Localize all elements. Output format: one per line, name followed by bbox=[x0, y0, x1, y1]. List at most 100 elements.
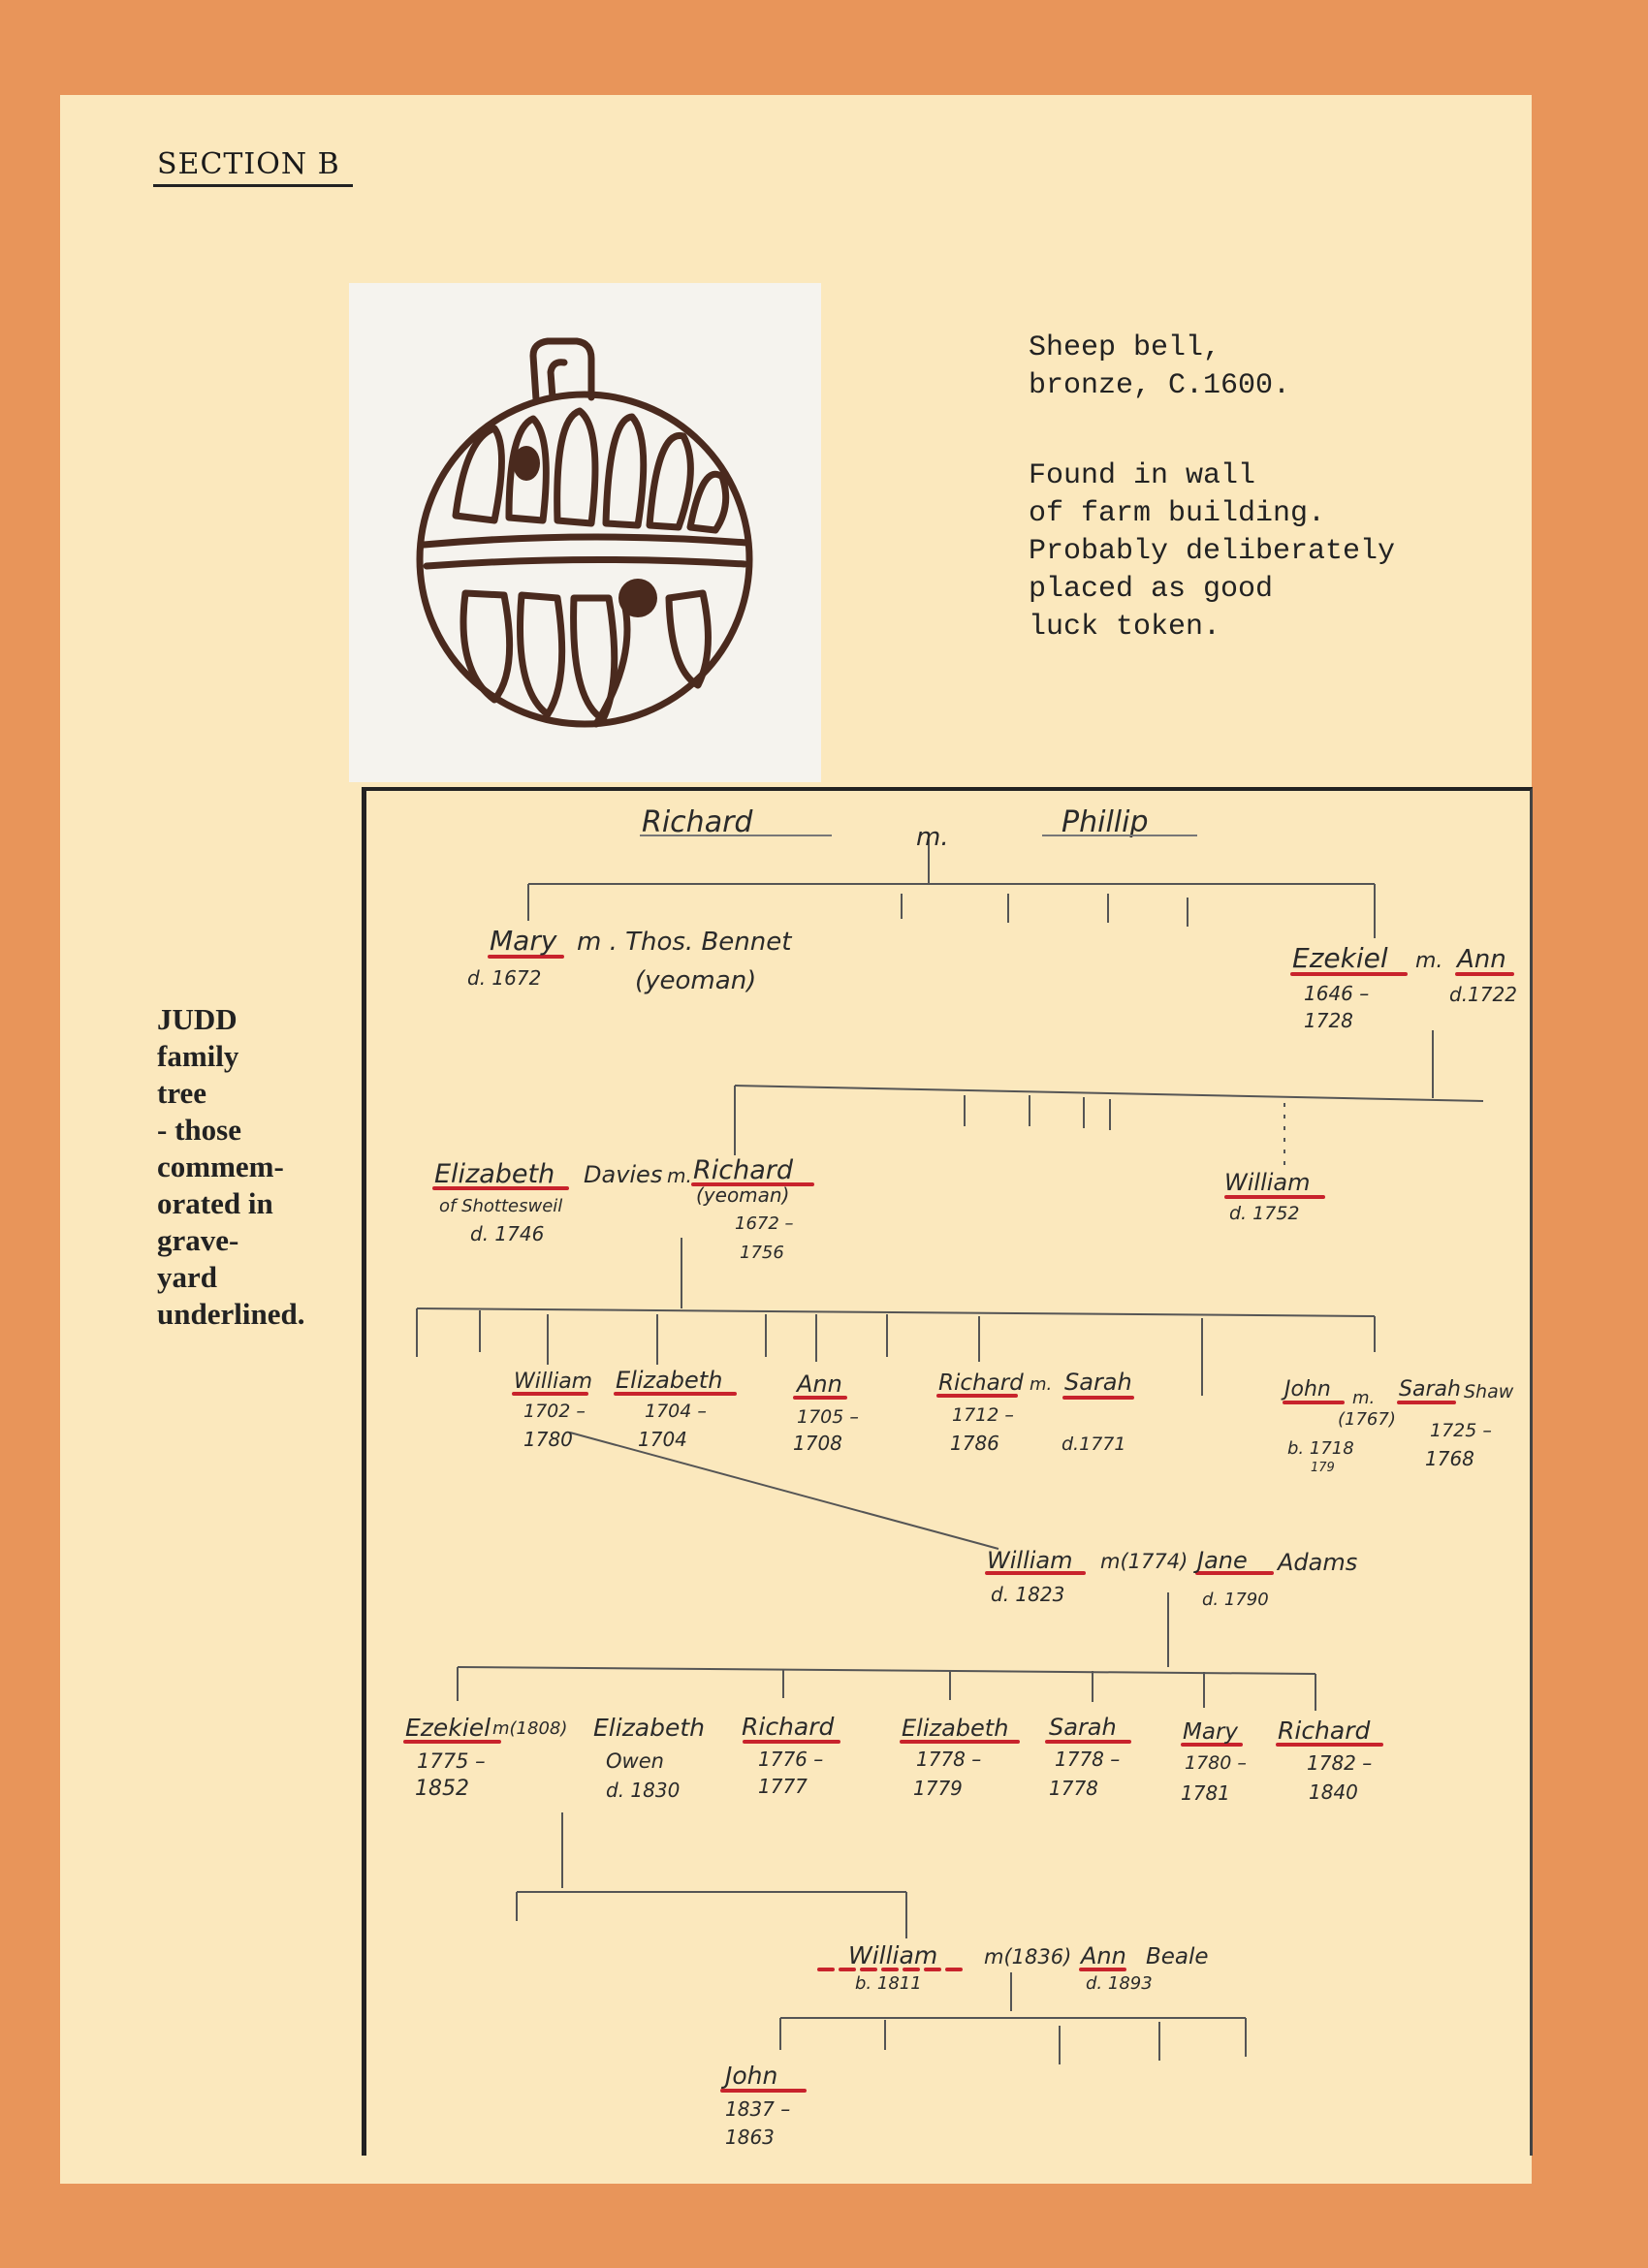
sarah-1778: Sarah bbox=[1049, 1714, 1117, 1741]
richard-yeoman: (yeoman) bbox=[696, 1183, 789, 1207]
marriage-mark: m. bbox=[916, 823, 949, 852]
gen3-people: William 1702 – 1780 Elizabeth 1704 – 170… bbox=[514, 1367, 1514, 1475]
bell-caption: Sheep bell, bronze, C.1600. bbox=[1029, 330, 1290, 405]
elizabeth-owen: Elizabeth bbox=[593, 1714, 705, 1742]
gen2-people: Elizabeth Davies m. of Shottesweil d. 17… bbox=[434, 1155, 1311, 1263]
ezekiel-dates-death: 1728 bbox=[1304, 1009, 1353, 1032]
sarah-dates-birth: 1778 – bbox=[1055, 1748, 1120, 1771]
ann-dates: d.1722 bbox=[1449, 983, 1517, 1006]
john-1837: John bbox=[720, 2062, 777, 2090]
william-1752: William bbox=[1224, 1169, 1311, 1196]
richard-1776: Richard bbox=[742, 1713, 835, 1741]
ann-1705: Ann bbox=[795, 1370, 842, 1398]
found-caption-line: placed as good bbox=[1029, 573, 1274, 606]
bell-caption-line: bronze, C.1600. bbox=[1029, 369, 1291, 402]
found-caption: Found in wall of farm building. Probably… bbox=[1029, 457, 1395, 646]
found-caption-line: Found in wall bbox=[1029, 459, 1256, 492]
note-line: family bbox=[157, 1039, 239, 1073]
mary-dates-death: 1781 bbox=[1181, 1781, 1230, 1805]
owen-surname: Owen bbox=[606, 1749, 664, 1773]
william-marriage: m(1774) bbox=[1100, 1550, 1188, 1573]
elizabeth-1704: Elizabeth bbox=[616, 1367, 722, 1394]
note-line: JUDD bbox=[157, 1002, 238, 1036]
john-1718: John bbox=[1281, 1377, 1331, 1402]
william-dates: b. 1811 bbox=[855, 1973, 922, 1994]
sarah-dates-death: 1778 bbox=[1049, 1777, 1098, 1800]
jane-dates: d. 1790 bbox=[1202, 1590, 1269, 1610]
jane-adams: Jane bbox=[1193, 1547, 1248, 1574]
note-line: underlined. bbox=[157, 1297, 305, 1331]
richard-1672: Richard bbox=[693, 1155, 794, 1185]
found-caption-line: of farm building. bbox=[1029, 497, 1326, 530]
bell-caption-line: Sheep bell, bbox=[1029, 331, 1221, 364]
william-dates: d. 1823 bbox=[991, 1583, 1064, 1606]
sarah-shaw-dates-birth: 1725 – bbox=[1430, 1420, 1492, 1441]
sarah-1771: Sarah bbox=[1064, 1369, 1132, 1396]
john-dates-death: 1863 bbox=[725, 2126, 775, 2149]
richard-1782: Richard bbox=[1278, 1717, 1371, 1745]
beale-surname: Beale bbox=[1146, 1944, 1209, 1969]
sheep-bell-drawing bbox=[349, 283, 821, 782]
elizabeth-marriage: m. bbox=[667, 1164, 692, 1187]
john-dates-birth: 1837 – bbox=[725, 2097, 790, 2121]
john-dates: b. 1718 bbox=[1287, 1438, 1354, 1459]
william-marriage: m(1836) bbox=[984, 1945, 1071, 1969]
gen1-people: Mary m . Thos. Bennet (yeoman) d. 1672 E… bbox=[467, 925, 1517, 1032]
richard-1712: Richard bbox=[938, 1370, 1024, 1396]
ann-1722: Ann bbox=[1455, 945, 1506, 974]
ezekiel-1646: Ezekiel bbox=[1292, 942, 1388, 974]
william-dates: d. 1752 bbox=[1229, 1203, 1300, 1224]
thos-bennet: m . Thos. Bennet bbox=[577, 928, 792, 957]
sheep-bell-illustration bbox=[416, 337, 753, 728]
bennet-note: (yeoman) bbox=[635, 966, 756, 995]
shaw-surname: Shaw bbox=[1464, 1381, 1514, 1402]
william-1811: William bbox=[848, 1941, 937, 1969]
richard-dates-birth: 1672 – bbox=[735, 1213, 794, 1234]
elizabeth2-dates-death: 1779 bbox=[913, 1777, 963, 1800]
richard-dates-death: 1786 bbox=[950, 1432, 999, 1455]
note-line: orated in bbox=[157, 1186, 273, 1220]
gen4-people: William m(1774) Jane Adams d. 1823 d. 17… bbox=[987, 1547, 1357, 1610]
ann-dates: d. 1893 bbox=[1086, 1973, 1153, 1994]
note-line: grave- bbox=[157, 1223, 239, 1257]
elizabeth-dates: d. 1746 bbox=[470, 1222, 544, 1245]
ezekiel-dates-death: 1852 bbox=[415, 1777, 469, 1801]
ann-beale: Ann bbox=[1079, 1942, 1126, 1969]
richard-marriage: m. bbox=[1030, 1374, 1052, 1395]
mary-dates-birth: 1780 – bbox=[1185, 1752, 1247, 1774]
elizabeth-owen-dates: d. 1830 bbox=[606, 1779, 680, 1802]
note-line: commem- bbox=[157, 1150, 284, 1183]
phillip-founder: Phillip bbox=[1062, 805, 1149, 839]
found-caption-line: luck token. bbox=[1029, 611, 1221, 644]
john-marriage: m. bbox=[1352, 1388, 1375, 1408]
sarah-dates: d.1771 bbox=[1062, 1433, 1125, 1455]
mary-1672: Mary bbox=[490, 925, 557, 957]
section-title: SECTION B bbox=[157, 147, 340, 181]
elizabeth-dates-death: 1704 bbox=[638, 1428, 687, 1451]
note-line: yard bbox=[157, 1260, 217, 1294]
sarah-shaw-dates-death: 1768 bbox=[1425, 1447, 1474, 1470]
john-dates-alt: 179 bbox=[1311, 1461, 1335, 1475]
davies-surname: Davies bbox=[584, 1161, 662, 1188]
family-tree-frame bbox=[362, 787, 1533, 2156]
elizabeth-davies: Elizabeth bbox=[434, 1159, 555, 1189]
elizabeth-1778: Elizabeth bbox=[902, 1715, 1008, 1742]
john-marriage-year: (1767) bbox=[1338, 1409, 1396, 1430]
richard2-dates-death: 1840 bbox=[1309, 1780, 1358, 1804]
elizabeth-dates-birth: 1704 – bbox=[645, 1401, 707, 1422]
richard-founder: Richard bbox=[642, 805, 753, 839]
william-dates-birth: 1702 – bbox=[523, 1401, 586, 1422]
note-line: tree bbox=[157, 1076, 207, 1110]
richard-dates-birth: 1776 – bbox=[758, 1748, 823, 1771]
ezekiel-marriage: m(1808) bbox=[492, 1718, 567, 1739]
commemorated-underlines bbox=[403, 955, 1514, 2093]
mary-dates: d. 1672 bbox=[467, 966, 541, 990]
gen7-people: John 1837 – 1863 bbox=[720, 2062, 790, 2149]
mary-1780: Mary bbox=[1183, 1719, 1238, 1745]
richard2-dates-birth: 1782 – bbox=[1307, 1751, 1372, 1775]
ann-dates-birth: 1705 – bbox=[797, 1406, 859, 1428]
adams-surname: Adams bbox=[1276, 1549, 1357, 1576]
ann-dates-death: 1708 bbox=[793, 1432, 842, 1455]
gen0-couple: Richard m. Phillip bbox=[640, 805, 1197, 852]
